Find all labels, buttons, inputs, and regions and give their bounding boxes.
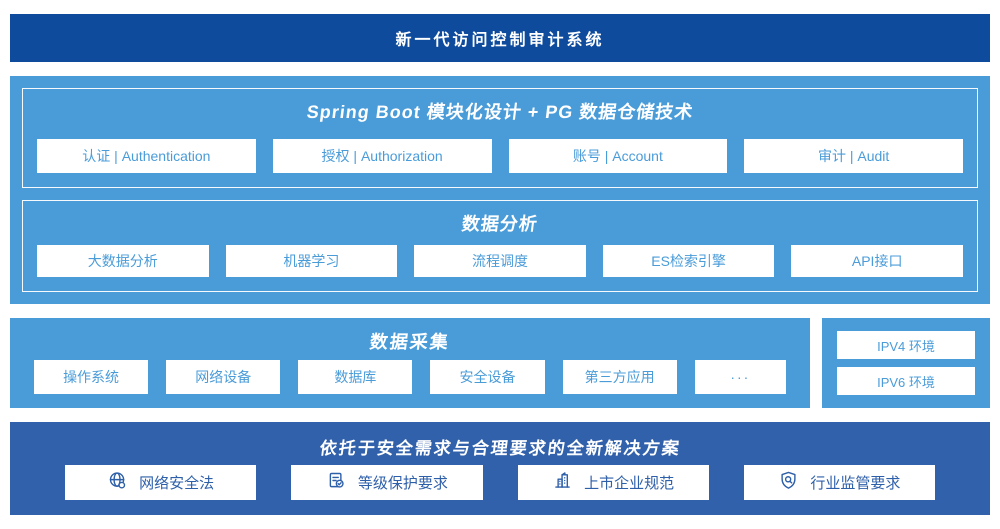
platform-section: Spring Boot 模块化设计 + PG 数据仓储技术 认证 | Authe… — [10, 76, 990, 304]
collection-box-row: 操作系统 网络设备 数据库 安全设备 第三方应用 ··· — [34, 360, 787, 394]
system-title: 新一代访问控制审计系统 — [395, 32, 605, 49]
collection-title: 数据采集 — [34, 328, 786, 354]
collection-box-database: 数据库 — [298, 360, 413, 394]
analysis-box-es: ES检索引擎 — [602, 245, 775, 277]
solution-box-row: 网络安全法 等级保护要求 — [65, 465, 935, 500]
collection-box-os: 操作系统 — [34, 360, 149, 394]
solution-box-label: 上市企业规范 — [584, 475, 675, 492]
document-check-icon — [326, 470, 347, 495]
analysis-box-api: API接口 — [791, 245, 963, 277]
solution-section: 依托于安全需求与合理要求的全新解决方案 网络安全法 — [10, 422, 990, 515]
building-icon — [552, 470, 573, 495]
analysis-box-bigdata: 大数据分析 — [37, 245, 209, 277]
collection-box-thirdparty: 第三方应用 — [562, 360, 677, 394]
solution-box-industry-regulation: 行业监管要求 — [743, 465, 935, 500]
solution-box-cybersecurity-law: 网络安全法 — [65, 465, 257, 500]
modules-box-row: 认证 | Authentication 授权 | Authorization 账… — [23, 139, 977, 187]
solution-box-label: 行业监管要求 — [810, 475, 901, 492]
solution-title: 依托于安全需求与合理要求的全新解决方案 — [65, 434, 935, 459]
solution-box-label: 等级保护要求 — [357, 475, 448, 492]
collection-box-security-device: 安全设备 — [430, 360, 545, 394]
analysis-frame: 数据分析 大数据分析 机器学习 流程调度 ES检索引擎 API接口 — [22, 200, 978, 292]
solution-title-text: 依托于安全需求与合理要求的全新解决方案 — [318, 439, 682, 458]
env-box-ipv4: IPV4 环境 — [837, 331, 975, 359]
analysis-frame-title: 数据分析 — [23, 201, 977, 236]
environment-panel: IPV4 环境 IPV6 环境 — [822, 318, 990, 408]
collection-section: 数据采集 操作系统 网络设备 数据库 安全设备 第三方应用 ··· — [10, 318, 810, 408]
module-box-authentication: 认证 | Authentication — [37, 139, 256, 173]
modules-frame-title-text: Spring Boot 模块化设计 + PG 数据仓储技术 — [305, 102, 695, 122]
analysis-box-workflow: 流程调度 — [414, 245, 586, 277]
collection-box-network-device: 网络设备 — [166, 360, 281, 394]
modules-frame: Spring Boot 模块化设计 + PG 数据仓储技术 认证 | Authe… — [22, 88, 978, 188]
solution-box-listed-company-rules: 上市企业规范 — [517, 465, 709, 500]
analysis-frame-title-text: 数据分析 — [460, 214, 540, 234]
module-box-authorization: 授权 | Authorization — [272, 139, 492, 173]
collection-title-text: 数据采集 — [368, 332, 452, 352]
analysis-box-ml: 机器学习 — [225, 245, 398, 277]
module-box-audit: 审计 | Audit — [744, 139, 963, 173]
env-box-ipv6: IPV6 环境 — [837, 367, 975, 395]
solution-box-mlps-requirements: 等级保护要求 — [291, 465, 483, 500]
system-title-banner: 新一代访问控制审计系统 — [10, 14, 990, 62]
analysis-box-row: 大数据分析 机器学习 流程调度 ES检索引擎 API接口 — [23, 245, 977, 291]
collection-box-ellipsis: ··· — [694, 360, 787, 394]
globe-icon — [107, 470, 128, 495]
modules-frame-title: Spring Boot 模块化设计 + PG 数据仓储技术 — [23, 89, 977, 124]
shield-search-icon — [778, 470, 799, 495]
solution-box-label: 网络安全法 — [139, 475, 215, 492]
module-box-account: 账号 | Account — [508, 139, 728, 173]
middle-row: 数据采集 操作系统 网络设备 数据库 安全设备 第三方应用 ··· IPV4 环… — [10, 318, 990, 408]
